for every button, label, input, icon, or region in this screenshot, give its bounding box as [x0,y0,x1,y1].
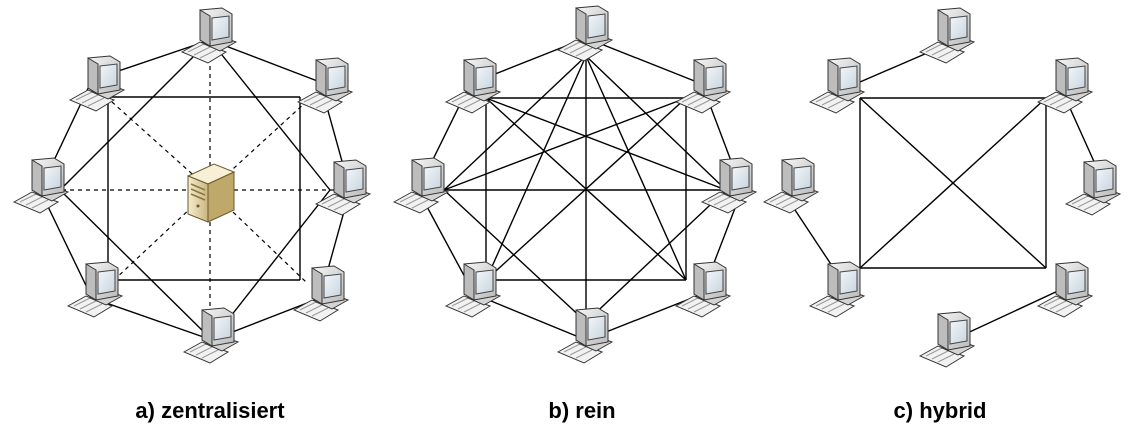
caption-centralized: a) zentralisiert [135,398,285,423]
server-links [62,58,336,322]
desktop-computer-icon [293,265,349,322]
desktop-computer-icon [183,307,239,364]
desktop-computer-icon [675,261,731,318]
solid-links [39,39,351,341]
diagram-centralized: a) zentralisiert [13,7,371,423]
server-tower-icon [187,163,235,223]
caption-pure: b) rein [548,398,615,423]
desktop-computer-icon [557,5,613,62]
desktop-computer-icon [445,261,501,318]
desktop-computer-icon [69,55,125,112]
caption-hybrid: c) hybrid [894,398,987,423]
desktop-computer-icon [919,7,975,64]
desktop-computer-icon [393,157,449,214]
desktop-computer-icon [763,157,819,214]
desktop-computer-icon [67,261,123,318]
diagram-hybrid: c) hybrid [763,7,1121,423]
desktop-computer-icon [675,57,731,114]
desktop-computer-icon [557,307,613,364]
desktop-computer-icon [1037,261,1093,318]
desktop-computer-icon [13,157,69,214]
diagram-pure: b) rein [393,5,757,423]
desktop-computer-icon [701,157,757,214]
desktop-computer-icon [181,7,237,64]
desktop-computer-icon [809,261,865,318]
desktop-computer-icon [919,311,975,368]
desktop-computer-icon [297,57,353,114]
desktop-computer-icon [315,159,371,216]
desktop-computer-icon [1065,159,1121,216]
desktop-computer-icon [1037,57,1093,114]
desktop-computer-icon [809,57,865,114]
desktop-computer-icon [445,57,501,114]
